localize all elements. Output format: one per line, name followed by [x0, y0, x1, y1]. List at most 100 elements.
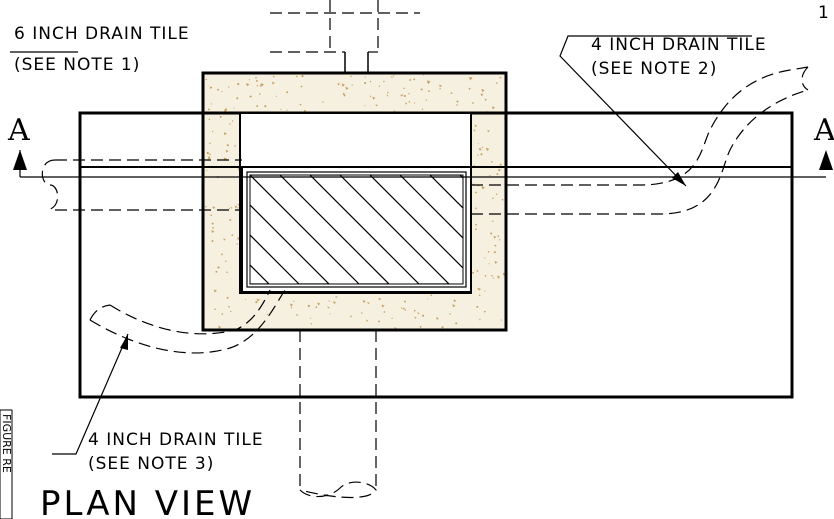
- aggregate-speck: [300, 85, 303, 88]
- aggregate-speck: [234, 205, 237, 208]
- aggregate-speck: [428, 90, 430, 92]
- aggregate-speck: [378, 320, 380, 323]
- aggregate-speck: [408, 93, 410, 95]
- aggregate-speck: [478, 147, 482, 151]
- aggregate-speck: [245, 299, 247, 300]
- aggregate-speck: [413, 102, 415, 104]
- aggregate-speck: [372, 96, 376, 100]
- aggregate-speck: [498, 168, 501, 172]
- aggregate-speck: [223, 132, 227, 136]
- aggregate-speck: [468, 87, 471, 91]
- aggregate-speck: [492, 220, 494, 222]
- aggregate-speck: [214, 308, 216, 310]
- aggregate-speck: [256, 85, 258, 87]
- aggregate-speck: [237, 237, 241, 241]
- aggregate-speck: [479, 318, 481, 321]
- aggregate-speck: [427, 298, 429, 300]
- aggregate-speck: [405, 102, 408, 105]
- aggregate-speck: [485, 147, 490, 152]
- section-a-right-label: A: [813, 113, 834, 148]
- aggregate-speck: [422, 314, 425, 317]
- aggregate-speck: [343, 94, 346, 97]
- aggregate-speck: [456, 104, 459, 107]
- aggregate-speck: [475, 207, 478, 210]
- aggregate-speck: [452, 304, 456, 308]
- aggregate-speck: [409, 79, 412, 81]
- aggregate-speck: [369, 95, 372, 97]
- aggregate-speck: [403, 87, 405, 90]
- aggregate-speck: [419, 325, 423, 329]
- aggregate-speck: [205, 206, 207, 208]
- aggregate-speck: [208, 156, 211, 158]
- aggregate-speck: [391, 317, 393, 319]
- aggregate-speck: [228, 305, 231, 308]
- aggregate-speck: [375, 104, 378, 107]
- aggregate-speck: [436, 317, 439, 320]
- aggregate-speck: [391, 76, 393, 78]
- aggregate-speck: [228, 207, 231, 210]
- aggregate-speck: [387, 91, 390, 94]
- aggregate-speck: [496, 173, 499, 176]
- aggregate-speck: [258, 93, 261, 95]
- aggregate-speck: [495, 193, 498, 196]
- aggregate-speck: [449, 313, 451, 315]
- aggregate-speck: [333, 301, 337, 305]
- aggregate-speck: [223, 238, 226, 241]
- aggregate-speck: [408, 100, 411, 103]
- aggregate-speck: [484, 274, 487, 278]
- left-drain-pipe: [41, 159, 242, 211]
- aggregate-speck: [477, 143, 479, 145]
- aggregate-speck: [210, 103, 213, 105]
- grate-bar: [70, 175, 209, 284]
- aggregate-speck: [237, 203, 240, 206]
- corner-number: 1: [818, 3, 830, 23]
- aggregate-speck: [272, 75, 276, 78]
- concrete-aggregate-speckles: [205, 74, 507, 330]
- aggregate-speck: [286, 91, 289, 94]
- grate-bar: [550, 175, 689, 284]
- aggregate-speck: [499, 76, 502, 79]
- aggregate-speck: [484, 98, 487, 101]
- aggregate-speck: [423, 74, 425, 76]
- six-inch-drain-tile: [270, 0, 420, 73]
- aggregate-speck: [237, 168, 241, 171]
- aggregate-speck: [362, 300, 366, 304]
- aggregate-speck: [301, 75, 304, 78]
- aggregate-speck: [266, 313, 269, 315]
- aggregate-speck: [468, 76, 473, 81]
- aggregate-speck: [233, 107, 235, 109]
- aggregate-speck: [217, 266, 220, 269]
- aggregate-speck: [231, 120, 234, 122]
- aggregate-speck: [456, 100, 459, 103]
- aggregate-speck: [487, 129, 490, 133]
- aggregate-speck: [364, 81, 367, 85]
- grate-bar: [369, 175, 463, 269]
- aggregate-speck: [477, 288, 479, 290]
- bottom-outlet-pipe: [299, 330, 377, 499]
- aggregate-speck: [221, 253, 224, 256]
- aggregate-speck: [237, 83, 240, 86]
- aggregate-speck: [213, 289, 217, 293]
- aggregate-speck: [478, 294, 481, 297]
- aggregate-speck: [473, 129, 476, 132]
- aggregate-speck: [350, 315, 352, 318]
- aggregate-speck: [498, 238, 501, 241]
- note-3-label: (SEE NOTE 3): [88, 454, 214, 474]
- aggregate-speck: [481, 146, 484, 148]
- aggregate-speck: [327, 306, 330, 309]
- aggregate-speck: [345, 86, 349, 91]
- aggregate-speck: [381, 304, 385, 308]
- plan-view-title: PLAN VIEW: [40, 484, 255, 519]
- grate-bar: [429, 175, 463, 209]
- aggregate-speck: [455, 322, 458, 325]
- aggregate-speck: [404, 300, 407, 303]
- aggregate-speck: [211, 222, 214, 225]
- aggregate-speck: [487, 250, 490, 253]
- aggregate-speck: [208, 118, 211, 121]
- section-a-left-label: A: [7, 113, 30, 148]
- aggregate-speck: [296, 75, 298, 78]
- aggregate-speck: [488, 263, 490, 265]
- aggregate-speck: [286, 109, 288, 112]
- aggregate-speck: [317, 302, 321, 306]
- aggregate-speck: [493, 235, 497, 239]
